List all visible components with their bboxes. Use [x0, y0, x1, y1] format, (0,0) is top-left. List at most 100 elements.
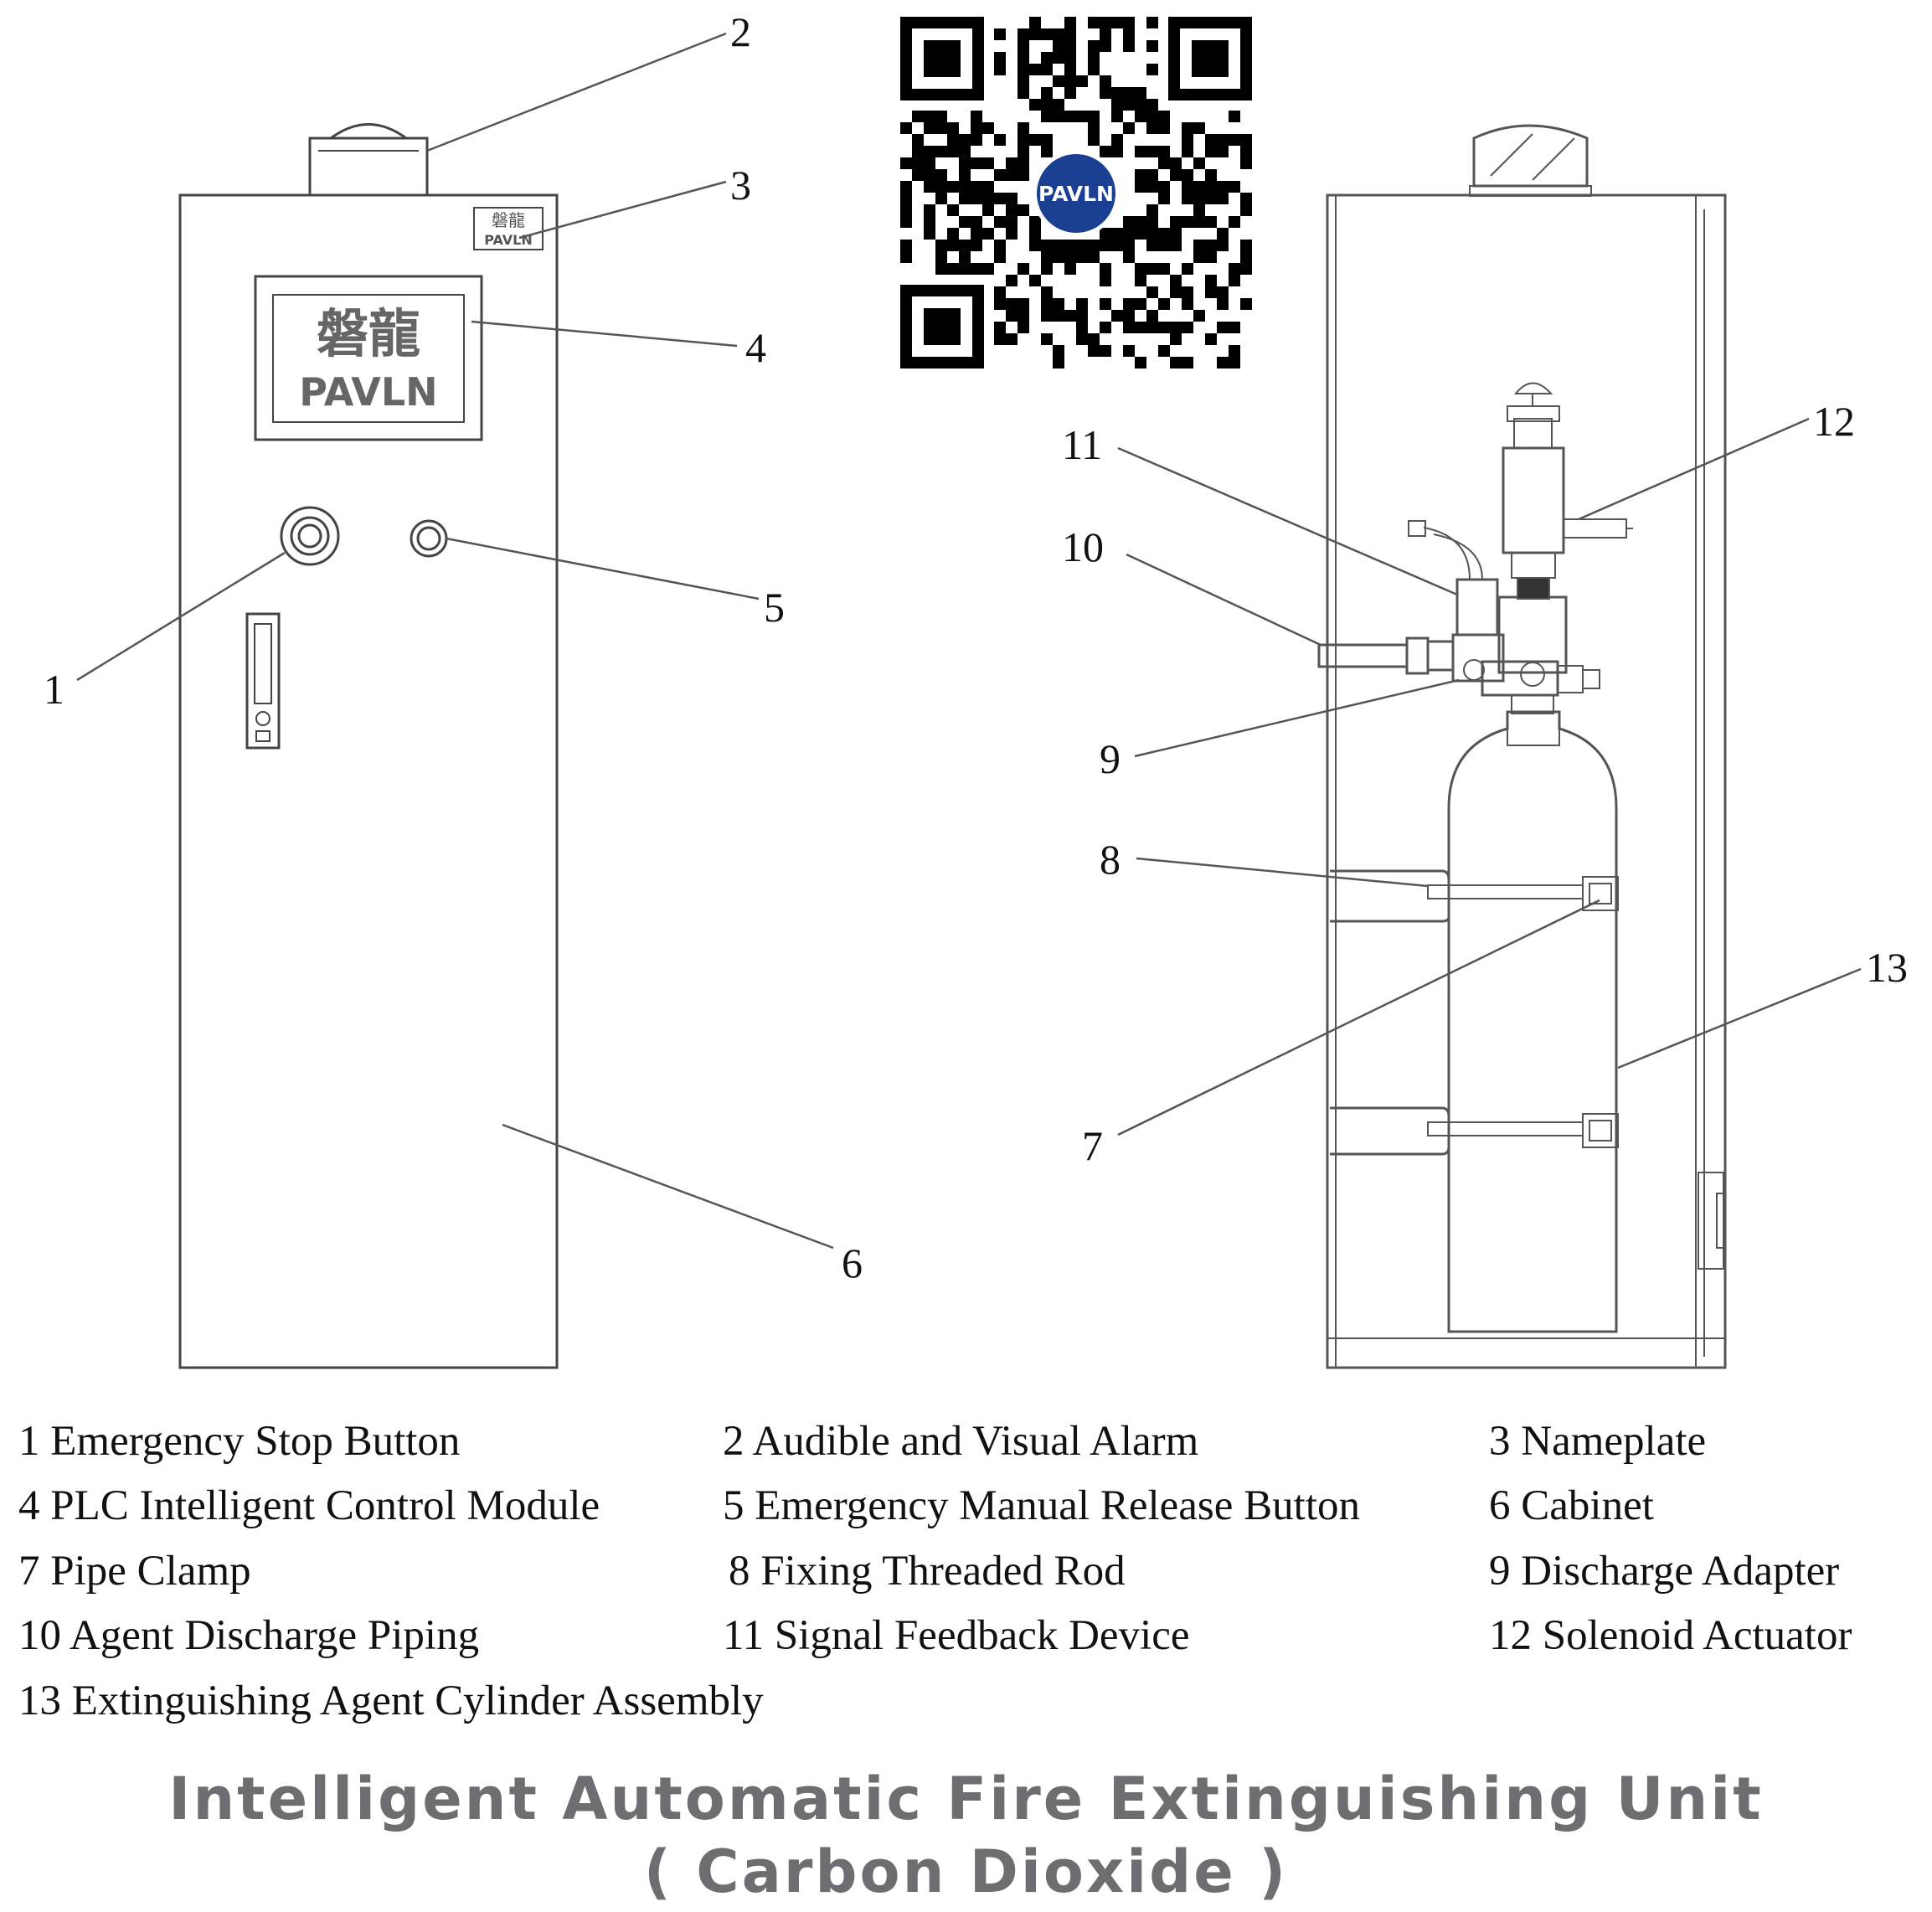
qr-module: [1123, 310, 1135, 322]
qr-module: [900, 240, 912, 251]
qr-module: [1193, 310, 1205, 322]
qr-module: [994, 52, 1006, 64]
qr-module: [1100, 322, 1111, 333]
qr-module: [924, 228, 935, 240]
callout-12: 12: [1813, 398, 1855, 445]
door-hinge: [1698, 1172, 1726, 1270]
qr-module: [1205, 146, 1217, 157]
qr-module: [959, 193, 971, 204]
qr-module: [1123, 99, 1135, 111]
qr-module: [959, 251, 971, 263]
qr-module: [1123, 40, 1135, 52]
legend-item-5: 5 Emergency Manual Release Button: [723, 1482, 1361, 1529]
qr-module: [1006, 204, 1018, 216]
qr-module: [1064, 310, 1076, 322]
upper-pipe-clamp: [1330, 869, 1619, 923]
qr-module: [1229, 111, 1240, 122]
qr-module: [1205, 216, 1217, 228]
qr-module: [1053, 251, 1064, 263]
qr-module: [1146, 64, 1158, 75]
qr-module: [982, 181, 994, 193]
qr-module: [947, 228, 959, 240]
cabinet-front: [178, 193, 559, 1369]
qr-module: [1135, 99, 1146, 111]
qr-module: [1193, 193, 1205, 204]
legend-item-1: 1 Emergency Stop Button: [18, 1418, 461, 1465]
qr-module: [1029, 17, 1041, 28]
qr-module: [1088, 52, 1100, 64]
qr-module: [1158, 111, 1170, 122]
qr-module: [1217, 146, 1229, 157]
qr-module: [1100, 40, 1111, 52]
qr-module: [1100, 240, 1111, 251]
qr-module: [959, 134, 971, 146]
qr-module: [994, 240, 1006, 251]
qr-module: [1182, 286, 1193, 298]
qr-module: [1076, 240, 1088, 251]
qr-module: [1123, 251, 1135, 263]
qr-module: [1029, 64, 1041, 75]
interior-view: [1317, 124, 1727, 1369]
qr-module: [1041, 310, 1053, 322]
qr-module: [1100, 345, 1111, 357]
qr-module: [1006, 193, 1018, 204]
callout-1: 1: [44, 666, 64, 713]
qr-module: [1158, 263, 1170, 275]
qr-module: [1217, 240, 1229, 251]
qr-module: [1018, 298, 1029, 310]
qr-module: [900, 216, 912, 228]
qr-module: [1170, 216, 1182, 228]
qr-module: [1229, 357, 1240, 368]
qr-module: [1064, 87, 1076, 99]
qr-module: [1053, 310, 1064, 322]
qr-module: [1205, 169, 1217, 181]
qr-module: [1146, 310, 1158, 322]
qr-module: [1064, 111, 1076, 122]
qr-module: [994, 286, 1006, 298]
qr-module: [1240, 146, 1252, 157]
nameplate: 磐龍 PAVLN: [473, 207, 544, 250]
qr-module: [900, 157, 912, 169]
qr-module: [1100, 275, 1111, 286]
manual-release-button: [410, 519, 448, 558]
qr-module: [982, 193, 994, 204]
legend-item-8: 8 Fixing Threaded Rod: [729, 1548, 1126, 1595]
qr-module: [1205, 275, 1217, 286]
qr-module: [1100, 228, 1111, 240]
qr-module: [1146, 286, 1158, 298]
qr-module: [1100, 28, 1111, 40]
qr-module: [1018, 322, 1029, 333]
qr-module: [959, 216, 971, 228]
qr-module: [1193, 240, 1205, 251]
qr-module: [1170, 240, 1182, 251]
qr-module: [1053, 345, 1064, 357]
qr-module: [1135, 275, 1146, 286]
qr-module: [1111, 310, 1123, 322]
qr-module: [994, 322, 1006, 333]
qr-module: [994, 134, 1006, 146]
qr-module: [1041, 28, 1053, 40]
qr-module: [1146, 204, 1158, 216]
audible-visual-alarm: [308, 123, 429, 197]
qr-module: [912, 134, 924, 146]
qr-module: [1064, 64, 1076, 75]
qr-module: [1123, 122, 1135, 134]
callout-13: 13: [1866, 944, 1908, 991]
leader-line-11: [1117, 446, 1458, 596]
qr-module: [971, 111, 982, 122]
emergency-stop-button: [280, 506, 340, 566]
leader-line-13: [1617, 967, 1862, 1069]
qr-module: [1041, 240, 1053, 251]
leader-line-12: [1578, 417, 1810, 521]
solenoid-actuator: [1502, 382, 1633, 600]
qr-module: [1170, 357, 1182, 368]
qr-module: [900, 122, 912, 134]
qr-module: [1064, 240, 1076, 251]
qr-module: [1100, 87, 1111, 99]
qr-module: [1111, 17, 1123, 28]
qr-module: [1018, 64, 1029, 75]
qr-module: [1088, 240, 1100, 251]
qr-module: [1041, 146, 1053, 157]
discharge-adapter: [1451, 633, 1505, 683]
qr-module: [1018, 52, 1029, 64]
